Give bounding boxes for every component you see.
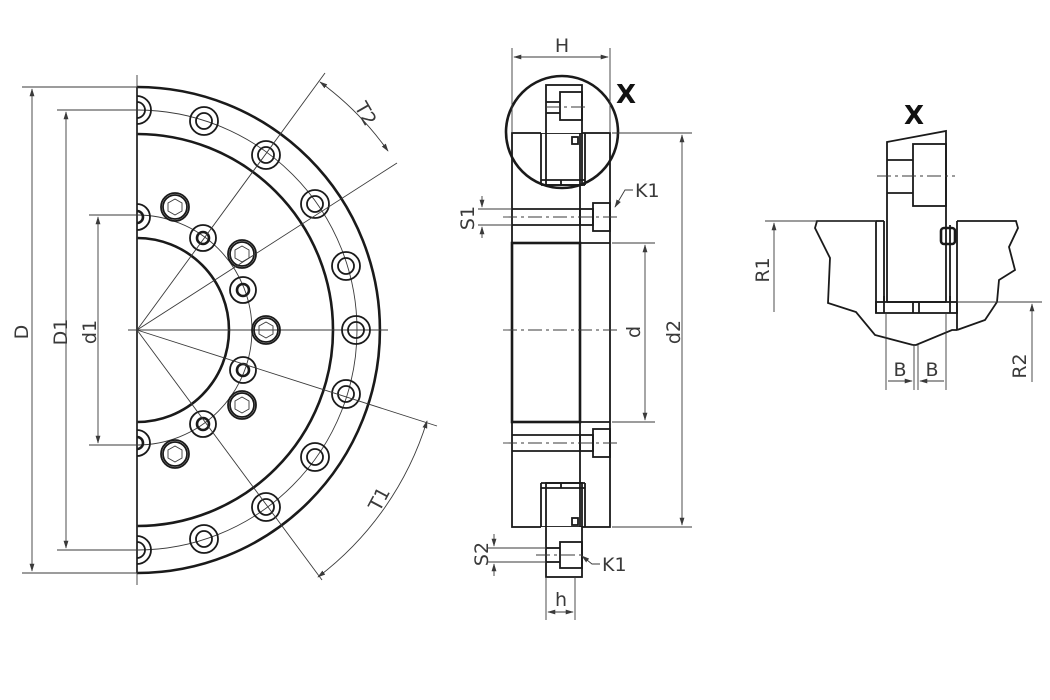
label-K1-bottom: K1 — [602, 554, 627, 576]
label-D: D — [11, 325, 33, 340]
label-T2: T2 — [349, 97, 380, 129]
label-R1: R1 — [752, 257, 774, 282]
label-T1: T1 — [364, 484, 395, 516]
label-D1: D1 — [50, 319, 72, 346]
label-S1: S1 — [457, 206, 479, 230]
front-view: T2 T1 D D1 d1 — [11, 72, 438, 585]
detail-title: X — [904, 101, 924, 131]
label-B-left: B — [893, 359, 906, 381]
label-d1: d1 — [79, 320, 101, 344]
label-d: d — [623, 326, 645, 338]
socket-screws — [160, 192, 281, 469]
outer-ring-holes — [136, 95, 371, 565]
label-K1-top: K1 — [635, 180, 660, 202]
label-d2: d2 — [663, 320, 685, 344]
label-h: h — [555, 589, 567, 611]
section-view: X H d2 d S1 K1 — [457, 35, 692, 620]
inner-ring-holes — [136, 203, 257, 457]
label-S2: S2 — [471, 542, 493, 566]
label-R2: R2 — [1009, 353, 1031, 378]
label-B-right: B — [925, 359, 938, 381]
label-H: H — [555, 35, 569, 57]
label-X-marker: X — [616, 80, 636, 110]
detail-view-X: X R1 R2 — [752, 101, 1042, 390]
